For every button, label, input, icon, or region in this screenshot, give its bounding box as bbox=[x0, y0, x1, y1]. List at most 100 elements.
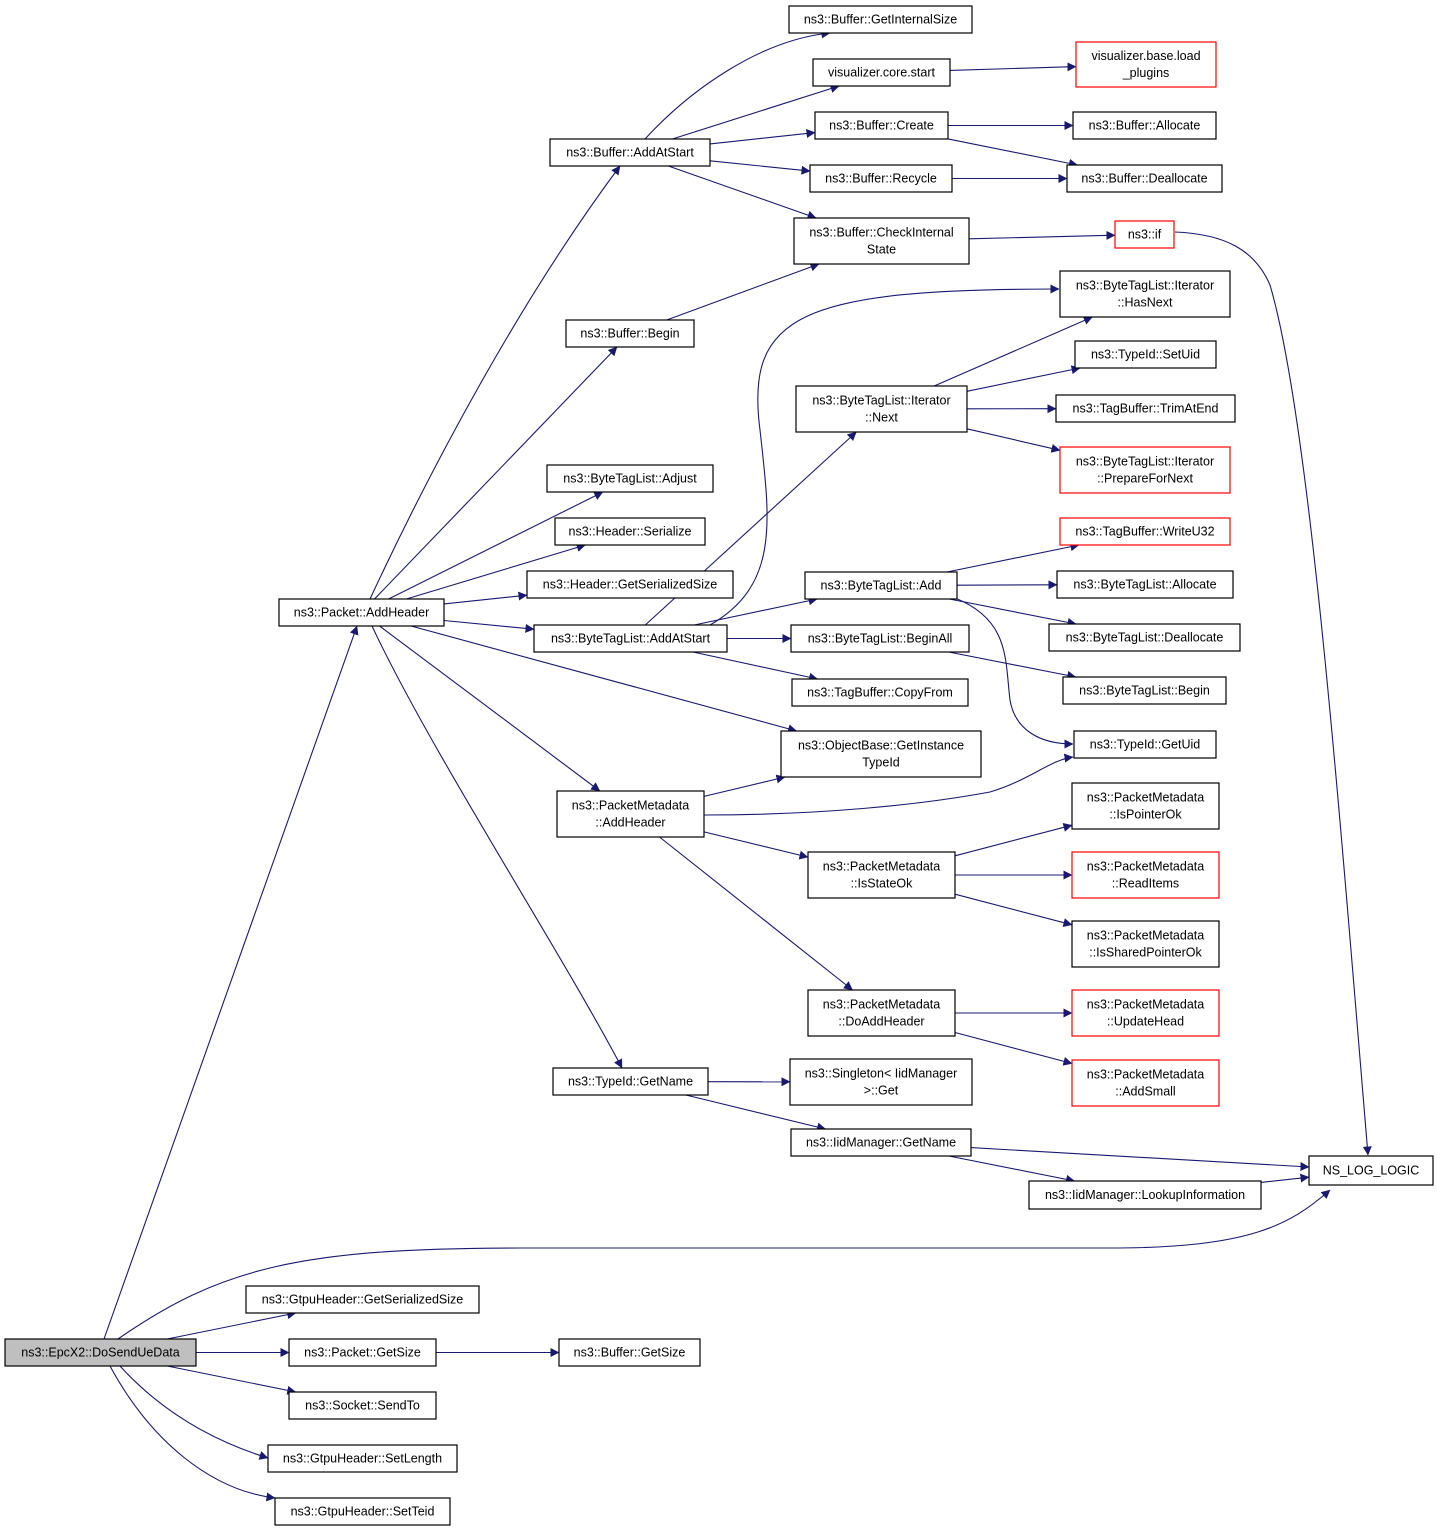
node-btladdatstart[interactable]: ns3::ByteTagList::AddAtStart bbox=[533, 624, 728, 653]
edge-bufaddatstart-to-bufcreate bbox=[709, 129, 816, 145]
node-itnext_has[interactable]: ns3::ByteTagList::Iterator::HasNext bbox=[1059, 270, 1231, 318]
node-btladd[interactable]: ns3::ByteTagList::Add bbox=[804, 571, 958, 600]
node-vizload[interactable]: visualizer.base.load_plugins bbox=[1075, 41, 1217, 88]
node-label-line: ns3::PacketMetadata bbox=[1087, 998, 1204, 1012]
node-writeu32[interactable]: ns3::TagBuffer::WriteU32 bbox=[1059, 517, 1231, 546]
edge-pktaddheader-to-tidgetname bbox=[371, 625, 623, 1069]
edge-isstateok-to-issharedok bbox=[954, 893, 1073, 927]
node-addsmall[interactable]: ns3::PacketMetadata::AddSmall bbox=[1071, 1059, 1220, 1107]
node-root[interactable]: ns3::EpcX2::DoSendUeData bbox=[4, 1338, 197, 1367]
node-label-line: ns3::Buffer::Deallocate bbox=[1081, 172, 1207, 186]
node-label-line: ns3::IidManager::LookupInformation bbox=[1045, 1188, 1245, 1202]
node-pmaddheader[interactable]: ns3::PacketMetadata::AddHeader bbox=[556, 790, 705, 838]
node-pktaddheader[interactable]: ns3::Packet::AddHeader bbox=[278, 598, 445, 627]
node-doaddheader[interactable]: ns3::PacketMetadata::DoAddHeader bbox=[807, 989, 956, 1037]
node-label-line: ns3::Packet::GetSize bbox=[304, 1346, 421, 1360]
node-label-line: NS_LOG_LOGIC bbox=[1323, 1164, 1420, 1178]
node-label-line: ::AddHeader bbox=[595, 816, 665, 830]
edge-tidgetname-to-iidgetname bbox=[685, 1094, 827, 1132]
edge-pktaddheader-to-hdrgetsersize bbox=[443, 591, 528, 605]
node-btlbegin[interactable]: ns3::ByteTagList::Begin bbox=[1062, 676, 1227, 705]
node-box bbox=[780, 730, 982, 778]
node-lookup[interactable]: ns3::IidManager::LookupInformation bbox=[1028, 1180, 1262, 1210]
node-bufallocate[interactable]: ns3::Buffer::Allocate bbox=[1072, 111, 1217, 140]
node-label-line: ns3::EpcX2::DoSendUeData bbox=[21, 1346, 179, 1360]
node-box bbox=[1059, 446, 1231, 494]
node-itnext[interactable]: ns3::ByteTagList::Iterator::Next bbox=[795, 385, 968, 433]
node-label-line: ns3::ByteTagList::Deallocate bbox=[1066, 631, 1224, 645]
edge-root-to-gtpugetsersize bbox=[167, 1310, 297, 1340]
node-box bbox=[526, 570, 734, 599]
node-ispointerok[interactable]: ns3::PacketMetadata::IsPointerOk bbox=[1071, 782, 1220, 830]
node-label-line: TypeId bbox=[862, 756, 900, 770]
node-singleton[interactable]: ns3::Singleton< IidManager>::Get bbox=[789, 1058, 973, 1106]
edge-pktaddheader-to-bufaddatstart bbox=[369, 165, 621, 600]
node-bufgetsize[interactable]: ns3::Buffer::GetSize bbox=[558, 1338, 701, 1367]
node-label-line: ns3::IidManager::GetName bbox=[806, 1136, 956, 1150]
node-label-line: visualizer.base.load bbox=[1091, 49, 1200, 63]
edge-bufaddatstart-to-checkstate bbox=[668, 165, 817, 220]
node-hdrserialize[interactable]: ns3::Header::Serialize bbox=[554, 517, 706, 546]
node-setlength[interactable]: ns3::GtpuHeader::SetLength bbox=[267, 1444, 458, 1473]
node-label-line: >::Get bbox=[864, 1084, 899, 1098]
edge-btladd-to-getuid bbox=[954, 597, 1074, 749]
node-box bbox=[556, 790, 705, 838]
node-box bbox=[1074, 340, 1217, 369]
node-label-line: ns3::TypeId::SetUid bbox=[1091, 348, 1200, 362]
node-box bbox=[1114, 220, 1175, 249]
node-bufrecycle[interactable]: ns3::Buffer::Recycle bbox=[809, 164, 953, 193]
node-pktgetsize[interactable]: ns3::Packet::GetSize bbox=[288, 1338, 437, 1367]
node-label-line: ns3::Header::Serialize bbox=[569, 525, 692, 539]
node-box bbox=[788, 5, 973, 34]
node-prepnext[interactable]: ns3::ByteTagList::Iterator::PrepareForNe… bbox=[1059, 446, 1231, 494]
node-btladjust[interactable]: ns3::ByteTagList::Adjust bbox=[546, 464, 714, 493]
node-hdrgetsersize[interactable]: ns3::Header::GetSerializedSize bbox=[526, 570, 734, 599]
node-box bbox=[791, 678, 969, 707]
node-updatehead[interactable]: ns3::PacketMetadata::UpdateHead bbox=[1071, 989, 1220, 1037]
node-tidgetname[interactable]: ns3::TypeId::GetName bbox=[552, 1067, 709, 1096]
node-setuid[interactable]: ns3::TypeId::SetUid bbox=[1074, 340, 1217, 369]
node-if[interactable]: ns3::if bbox=[1114, 220, 1175, 249]
node-nslog[interactable]: NS_LOG_LOGIC bbox=[1308, 1155, 1434, 1186]
node-bufaddatstart[interactable]: ns3::Buffer::AddAtStart bbox=[549, 138, 711, 167]
node-setteid[interactable]: ns3::GtpuHeader::SetTeid bbox=[274, 1497, 451, 1526]
node-copyfrom[interactable]: ns3::TagBuffer::CopyFrom bbox=[791, 678, 969, 707]
node-label-line: ::Next bbox=[865, 411, 898, 425]
node-box bbox=[795, 385, 968, 433]
node-bufbegin[interactable]: ns3::Buffer::Begin bbox=[565, 319, 695, 348]
node-issharedok[interactable]: ns3::PacketMetadata::IsSharedPointerOk bbox=[1071, 920, 1220, 968]
node-sendto[interactable]: ns3::Socket::SendTo bbox=[288, 1391, 437, 1420]
node-readitems[interactable]: ns3::PacketMetadata::ReadItems bbox=[1071, 851, 1220, 899]
node-trimatend[interactable]: ns3::TagBuffer::TrimAtEnd bbox=[1055, 394, 1236, 423]
node-label-line: ::ReadItems bbox=[1112, 877, 1179, 891]
node-vizstart[interactable]: visualizer.core.start bbox=[812, 58, 951, 87]
node-label-line: ns3::TagBuffer::WriteU32 bbox=[1075, 525, 1214, 539]
node-label-line: ns3::PacketMetadata bbox=[1087, 1068, 1204, 1082]
node-bufcreate[interactable]: ns3::Buffer::Create bbox=[814, 111, 949, 140]
node-box bbox=[1066, 164, 1223, 193]
node-iidgetname[interactable]: ns3::IidManager::GetName bbox=[790, 1128, 972, 1157]
node-bufdealloc[interactable]: ns3::Buffer::Deallocate bbox=[1066, 164, 1223, 193]
node-box bbox=[1071, 1059, 1220, 1107]
node-getinternalsize[interactable]: ns3::Buffer::GetInternalSize bbox=[788, 5, 973, 34]
node-box bbox=[807, 989, 956, 1037]
node-box bbox=[1055, 394, 1236, 423]
node-box bbox=[789, 1058, 973, 1106]
node-getuid[interactable]: ns3::TypeId::GetUid bbox=[1073, 730, 1217, 759]
edge-isstateok-to-ispointerok bbox=[954, 823, 1073, 857]
node-gtpugetsersize[interactable]: ns3::GtpuHeader::GetSerializedSize bbox=[245, 1285, 480, 1314]
edge-btladdatstart-to-itnext_has bbox=[709, 284, 1060, 626]
edge-pmaddheader-to-doaddheader bbox=[659, 836, 853, 991]
node-isstateok[interactable]: ns3::PacketMetadata::IsStateOk bbox=[807, 851, 956, 899]
node-label-line: ns3::Buffer::Allocate bbox=[1089, 119, 1201, 133]
node-btlallocate[interactable]: ns3::ByteTagList::Allocate bbox=[1056, 570, 1234, 599]
node-btldealloc[interactable]: ns3::ByteTagList::Deallocate bbox=[1048, 623, 1241, 652]
node-btlbeginall[interactable]: ns3::ByteTagList::BeginAll bbox=[790, 624, 970, 653]
node-box bbox=[1059, 270, 1231, 318]
node-label-line: ns3::Header::GetSerializedSize bbox=[543, 578, 717, 592]
node-box bbox=[4, 1338, 197, 1367]
edge-bufaddatstart-to-getinternalsize bbox=[644, 29, 831, 140]
node-box bbox=[245, 1285, 480, 1314]
